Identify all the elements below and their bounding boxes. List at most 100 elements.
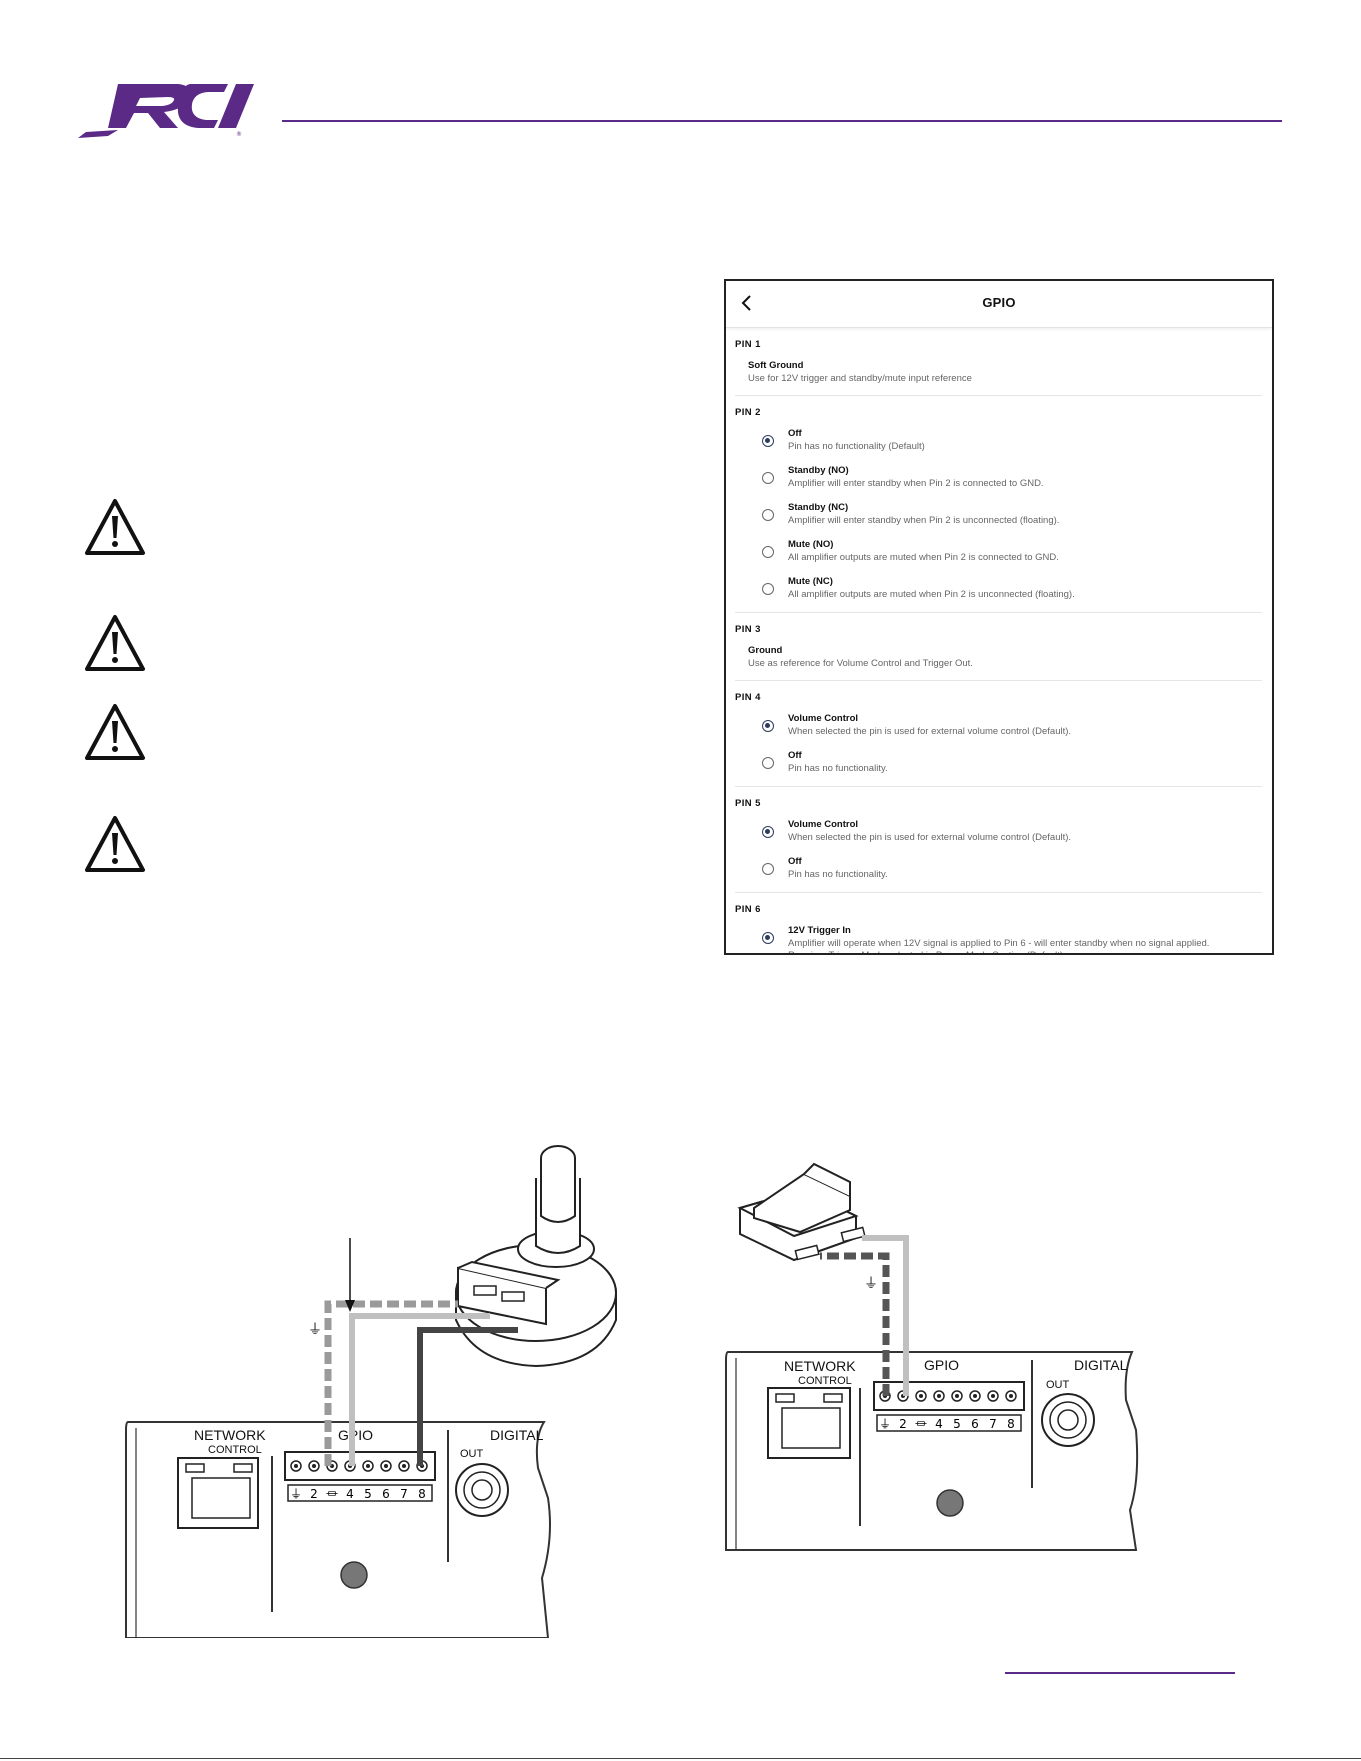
pin-section: PIN 4 Volume Control When selected the p… — [735, 681, 1262, 787]
option-title: Standby (NO) — [788, 465, 849, 476]
digital-out-jack-ring — [1049, 1401, 1087, 1439]
option-title: Volume Control — [788, 713, 859, 724]
radio-button[interactable] — [762, 720, 774, 732]
page-bottom-rule — [0, 1758, 1361, 1759]
radio-button[interactable] — [762, 757, 774, 769]
pin-option[interactable]: Standby (NO) Amplifier will enter standb… — [735, 459, 1262, 496]
terminal-screws — [879, 1390, 1017, 1402]
pin-section: PIN 1 Soft Ground Use for 12V trigger an… — [735, 328, 1262, 396]
gpio-terminal-block — [284, 1451, 436, 1481]
warning-triangle-icon — [85, 704, 145, 760]
option-description: When selected the pin is used for extern… — [788, 832, 1072, 843]
header-rule — [282, 120, 1282, 122]
option-title: 12V Trigger In — [788, 925, 851, 936]
option-text: Volume Control When selected the pin is … — [788, 819, 1071, 844]
digital-out-jack-center — [1057, 1409, 1079, 1431]
radio-button[interactable] — [762, 863, 774, 875]
pin-option[interactable]: Off Pin has no functionality (Default) — [735, 422, 1262, 459]
gpio-pin-list: PIN 1 Soft Ground Use for 12V trigger an… — [726, 328, 1272, 953]
option-title: Standby (NC) — [788, 502, 849, 513]
terminal-screw-head — [991, 1394, 995, 1398]
ethernet-led — [823, 1393, 843, 1403]
radio-button[interactable] — [762, 583, 774, 595]
pin-option[interactable]: Volume Control When selected the pin is … — [735, 707, 1262, 744]
item-title: Soft Ground — [748, 360, 804, 371]
option-description: Amplifier will enter standby when Pin 2 … — [788, 478, 1044, 489]
potentiometer-tab-front — [457, 1260, 561, 1289]
option-description: When selected the pin is used for extern… — [788, 726, 1072, 737]
rocker-switch-paddle-ridge — [803, 1162, 851, 1196]
ground-wire — [324, 1300, 458, 1466]
option-text: Volume Control When selected the pin is … — [788, 713, 1071, 738]
arrow-head — [345, 1300, 355, 1312]
pin-section: PIN 6 12V Trigger In Amplifier will oper… — [735, 893, 1262, 953]
pin-option[interactable]: Mute (NO) All amplifier outputs are mute… — [735, 533, 1262, 570]
network-label: NETWORK — [784, 1358, 856, 1374]
gpio-header: GPIO — [726, 281, 1272, 328]
pin-section: PIN 2 Off Pin has no functionality (Defa… — [735, 396, 1262, 613]
control-label: CONTROL — [798, 1375, 852, 1387]
gpio-terminal-block — [873, 1381, 1025, 1411]
terminal-screw-head — [919, 1394, 923, 1398]
radio-button[interactable] — [762, 826, 774, 838]
option-title: Mute (NC) — [788, 576, 833, 587]
pin-option[interactable]: Standby (NC) Amplifier will enter standb… — [735, 496, 1262, 533]
pin-info-item: Soft Ground Use for 12V trigger and stan… — [735, 354, 1262, 390]
pin-option[interactable]: Off Pin has no functionality. — [735, 850, 1262, 887]
terminal-number: ⏚ — [879, 1417, 891, 1431]
pin-section: PIN 5 Volume Control When selected the p… — [735, 787, 1262, 893]
digital-label: DIGITAL — [1074, 1357, 1128, 1373]
option-description: Pin has no functionality. — [788, 869, 888, 880]
terminal-number: ⏛ — [915, 1417, 927, 1431]
terminal-screw-head — [312, 1464, 316, 1468]
terminal-screw-head — [937, 1394, 941, 1398]
switch-lug — [840, 1226, 866, 1243]
signal-wire — [417, 1327, 518, 1466]
out-label: OUT — [1046, 1379, 1070, 1391]
option-text: 12V Trigger In Amplifier will operate wh… — [788, 925, 1228, 953]
terminal-number: 5 — [953, 1417, 961, 1431]
option-description: All amplifier outputs are muted when Pin… — [788, 552, 1059, 563]
item-title: Ground — [748, 645, 783, 656]
terminal-number: 7 — [400, 1487, 408, 1501]
terminal-number: 7 — [989, 1417, 997, 1431]
option-description: Amplifier will enter standby when Pin 2 … — [788, 515, 1060, 526]
terminal-number: 2 — [899, 1417, 907, 1431]
radio-button[interactable] — [762, 509, 774, 521]
terminal-number: 4 — [935, 1417, 943, 1431]
pin-option[interactable]: Off Pin has no functionality. — [735, 744, 1262, 781]
ethernet-socket — [781, 1407, 841, 1449]
pin-option[interactable]: Volume Control When selected the pin is … — [735, 813, 1262, 850]
ground-wire — [820, 1252, 890, 1396]
network-label: NETWORK — [194, 1427, 266, 1443]
option-title: Off — [788, 856, 802, 867]
radio-button[interactable] — [762, 932, 774, 944]
radio-button[interactable] — [762, 435, 774, 447]
radio-button[interactable] — [762, 546, 774, 558]
gpio-settings-panel: GPIO PIN 1 Soft Ground Use for 12V trigg… — [724, 279, 1274, 955]
chevron-left-icon[interactable] — [736, 292, 758, 314]
option-text: Mute (NO) All amplifier outputs are mute… — [788, 539, 1059, 564]
terminal-number: 2 — [310, 1487, 318, 1501]
radio-button[interactable] — [762, 472, 774, 484]
item-description: Use as reference for Volume Control and … — [748, 658, 973, 669]
pin-label: PIN 4 — [735, 692, 761, 703]
option-text: Standby (NO) Amplifier will enter standb… — [788, 465, 1044, 490]
control-label: CONTROL — [208, 1444, 262, 1456]
terminal-number: 8 — [1007, 1417, 1015, 1431]
pin-option[interactable]: Mute (NC) All amplifier outputs are mute… — [735, 570, 1262, 607]
terminal-screw-head — [402, 1464, 406, 1468]
warning-triangle-icon — [85, 499, 145, 555]
option-text: Mute (NC) All amplifier outputs are mute… — [788, 576, 1075, 601]
option-text: Off Pin has no functionality (Default) — [788, 428, 925, 453]
pin-label: PIN 2 — [735, 407, 761, 418]
option-title: Off — [788, 428, 802, 439]
pin-label: PIN 6 — [735, 904, 761, 915]
option-title: Volume Control — [788, 819, 859, 830]
terminal-screw-head — [973, 1394, 977, 1398]
pin-option[interactable]: 12V Trigger In Amplifier will operate wh… — [735, 919, 1262, 953]
